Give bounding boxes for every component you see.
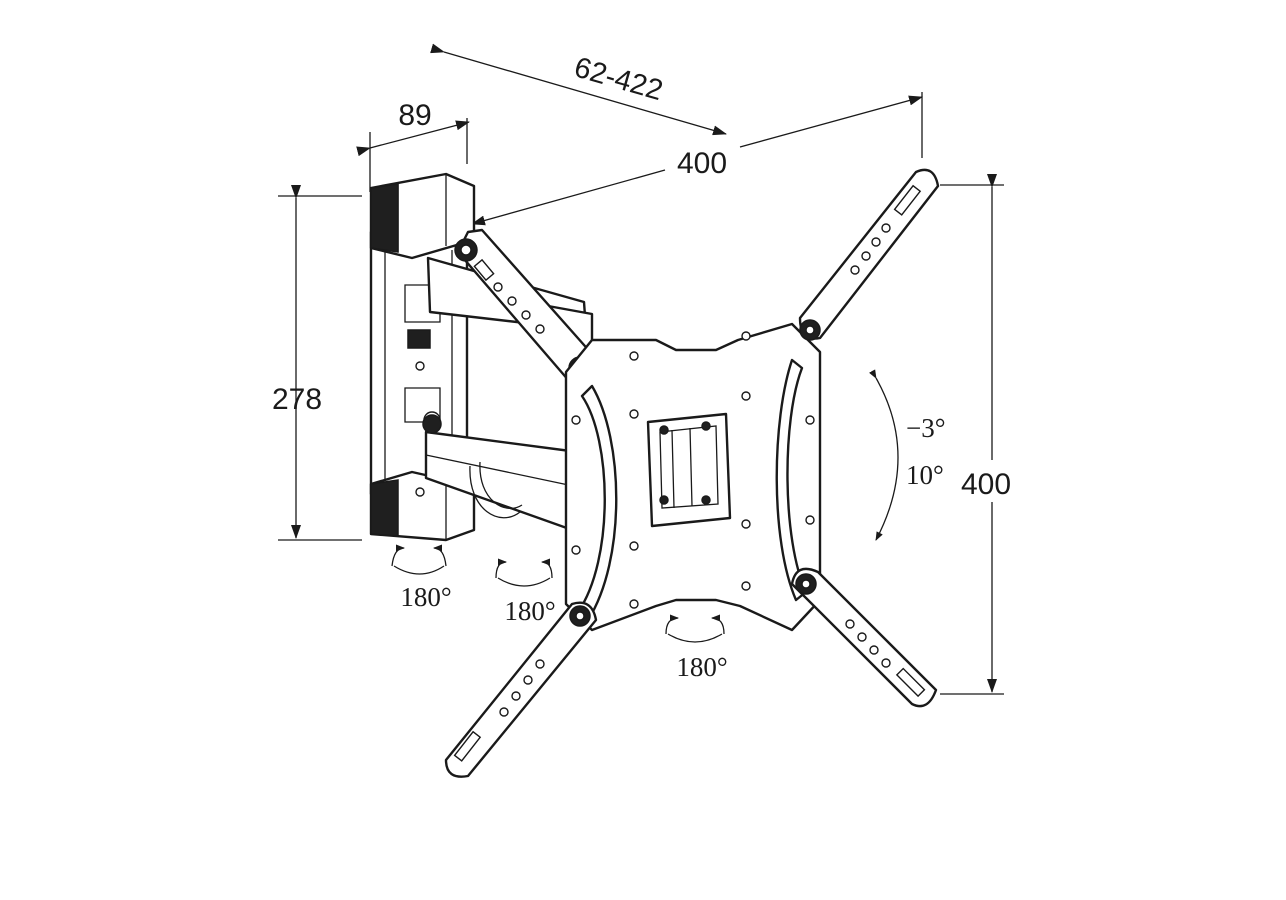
- dimension-400-vertical: 400: [940, 174, 1011, 695]
- tilt-up-label: −3°: [906, 413, 946, 443]
- swivel-indicator-wall: 180°: [391, 544, 452, 612]
- tv-plate: [564, 322, 822, 632]
- vesa-strap-bottom-left: [444, 601, 598, 778]
- rotation-indicator-plate: 180°: [665, 614, 728, 682]
- wall-plate: [369, 172, 476, 542]
- swivel-wall-label: 180°: [400, 582, 451, 612]
- dimension-400-horizontal-label: 400: [677, 147, 727, 180]
- rotation-plate-label: 180°: [676, 652, 727, 682]
- upper-arm: [426, 228, 594, 384]
- tilt-down-label: 10°: [906, 460, 944, 490]
- dimension-62-422-label: 62-422: [571, 52, 667, 108]
- swivel-arm-label: 180°: [504, 596, 555, 626]
- dimension-62-422: 62-422: [430, 43, 727, 136]
- vesa-strap-bottom-right: [790, 567, 938, 708]
- dimension-89: 89: [356, 99, 470, 192]
- dimension-278-label: 278: [272, 383, 322, 416]
- dimension-400-horizontal: 400: [471, 92, 923, 226]
- tilt-indicator: −3° 10°: [869, 369, 946, 541]
- swivel-indicator-arm: 180°: [495, 558, 556, 626]
- dimension-400-vertical-label: 400: [961, 468, 1011, 501]
- vesa-strap-top-right: [798, 168, 940, 341]
- dimension-278: 278: [272, 185, 362, 541]
- dimension-89-label: 89: [398, 99, 431, 132]
